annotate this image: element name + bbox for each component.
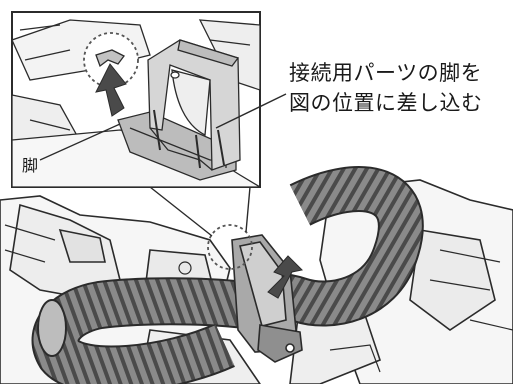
callout-line-1: 接続用パーツの脚を [289,61,483,85]
inset-panel [11,11,261,188]
leg-leader-line [39,123,121,161]
callout-leader-line [215,93,287,129]
magnify-circle-icon [207,224,253,270]
zoom-guide-lines [149,186,251,237]
up-arrow-icon [267,255,304,299]
up-arrow-icon [95,63,127,117]
instruction-callout: 接続用パーツの脚を 図の位置に差し込む [289,58,483,118]
connector-part-main [231,234,303,363]
leg-label: 脚 [22,156,39,175]
callout-line-2: 図の位置に差し込む [289,91,483,115]
leg-detail [95,49,125,68]
